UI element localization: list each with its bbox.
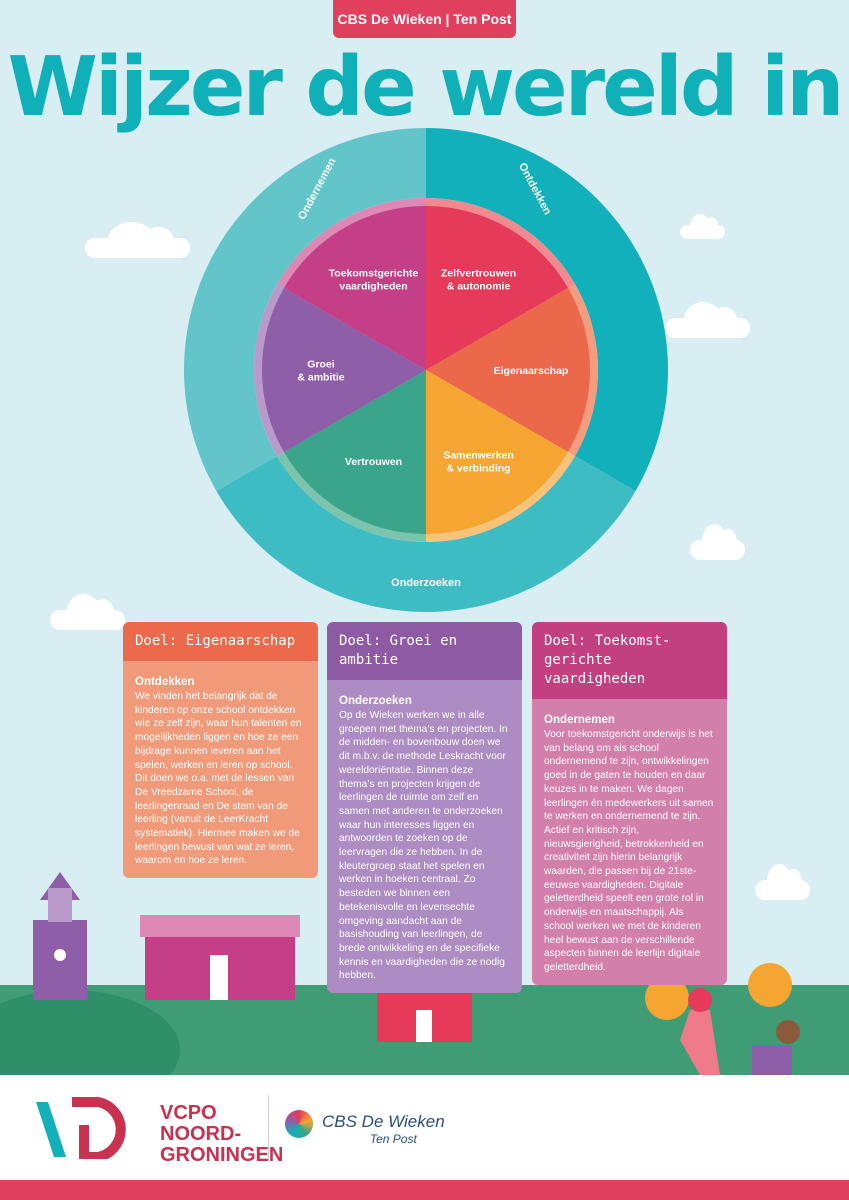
outer-segment-onderzoeken [216, 456, 636, 612]
outer-label: Onderzoeken [391, 577, 461, 589]
outer-segment-ondernemen [184, 128, 426, 491]
slice-label: vaardigheden [339, 281, 407, 293]
card-toekomst: Doel: Toekomst-gerichte vaardigheden Ond… [532, 622, 727, 985]
footer [0, 1075, 849, 1180]
bottom-bar [0, 1180, 849, 1200]
vcpo-logo [36, 1097, 126, 1159]
card-eigenaarschap: Doel: Eigenaarschap Ontdekken We vinden h… [123, 622, 318, 879]
slice-2 [426, 370, 569, 534]
slice-label: & verbinding [446, 462, 510, 474]
card-title: Doel: Eigenaarschap [123, 622, 318, 661]
card-subtitle: Onderzoeken [339, 695, 412, 707]
slice-label: Vertrouwen [345, 456, 402, 468]
school-tag: CBS De Wieken | Ten Post [333, 0, 516, 38]
outer-segment-ontdekken [426, 128, 668, 491]
slice-label: Zelfvertrouwen [441, 268, 516, 280]
card-text: Op de Wieken werken we in alle groepen m… [339, 710, 508, 982]
cloud [680, 213, 725, 239]
children-illustration [645, 963, 800, 1080]
cloud [85, 222, 190, 258]
slice-4 [262, 288, 426, 452]
church-icon [33, 872, 87, 1000]
card-groei: Doel: Groei en ambitie Onderzoeken Op de … [327, 622, 522, 994]
cloud [755, 864, 810, 900]
slice-5 [283, 206, 426, 370]
card-text: We vinden het belangrijk dat de kinderen… [135, 691, 302, 867]
card-subtitle: Ondernemen [544, 714, 615, 726]
slice-label: & ambitie [297, 372, 344, 384]
cbs-logo-icon [285, 1110, 313, 1138]
cloud [665, 302, 750, 338]
slice-3 [283, 370, 426, 534]
slice-label: Groei [307, 359, 335, 371]
card-title: Doel: Groei en ambitie [327, 622, 522, 680]
card-title: Doel: Toekomst-gerichte vaardigheden [532, 622, 727, 699]
card-text: Voor toekomstgericht onderwijs is het va… [544, 729, 714, 973]
slice-label: Eigenaarschap [494, 365, 569, 377]
slice-label: & autonomie [447, 281, 511, 293]
card-subtitle: Ontdekken [135, 676, 195, 688]
page-title: Wijzer de wereld in [7, 40, 844, 135]
wheel-diagram: OntdekkenOnderzoekenOndernemenZelfvertro… [184, 128, 668, 612]
slice-label: Toekomstgerichte [329, 268, 419, 280]
cloud [50, 594, 125, 630]
divider [268, 1095, 269, 1160]
house-icon [140, 915, 300, 1000]
slice-0 [426, 206, 569, 370]
slice-label: Samenwerken [443, 449, 514, 461]
slice-1 [426, 288, 590, 452]
cloud [690, 524, 745, 560]
